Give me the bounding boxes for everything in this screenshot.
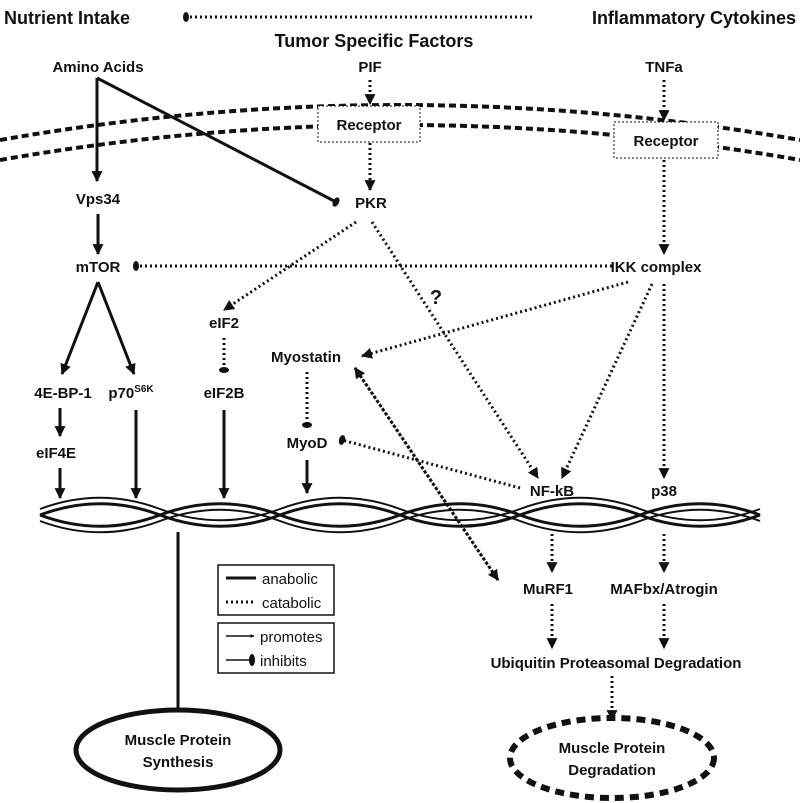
node-eif2: eIF2 — [209, 315, 239, 332]
node-vps34: Vps34 — [76, 191, 121, 208]
edge-mtor-p70 — [96, 281, 136, 376]
node-mtor: mTOR — [76, 259, 121, 276]
legend-catabolic: catabolic — [262, 595, 322, 612]
node-myod: MyoD — [287, 435, 328, 452]
edge-nfkb-myod-inhibit — [338, 435, 521, 490]
p70-base-label: p70 — [108, 385, 134, 402]
edge-ikk-nfkb — [560, 283, 654, 479]
legend-line-types: anabolic catabolic — [217, 564, 335, 616]
receptor-left-label: Receptor — [336, 117, 401, 134]
synthesis-label-line2: Synthesis — [143, 754, 214, 771]
node-p70s6k: p70S6K — [108, 384, 154, 402]
edge-ikk-myostatin — [360, 280, 629, 359]
edge-mtor-4ebp1 — [60, 281, 100, 376]
legend-promotes: promotes — [260, 629, 323, 646]
node-tnfa: TNFa — [645, 59, 683, 76]
node-myostatin: Myostatin — [271, 349, 341, 366]
synthesis-ellipse — [73, 707, 283, 793]
node-p38: p38 — [651, 483, 677, 500]
degradation-ellipse — [507, 715, 717, 801]
receptor-right-box — [613, 121, 719, 159]
edge-murf1-myostatin — [353, 367, 500, 581]
node-nfkb: NF-kB — [530, 483, 574, 500]
dna-helix — [39, 496, 761, 534]
legend-anabolic: anabolic — [262, 571, 318, 588]
edge-aa-pkr-inhibit — [96, 76, 340, 207]
receptor-right-label: Receptor — [633, 133, 698, 150]
edge-pkr-nfkb — [370, 221, 540, 479]
header-nutrient-intake: Nutrient Intake — [4, 8, 130, 28]
node-pkr: PKR — [355, 195, 387, 212]
p70-superscript-label: S6K — [134, 384, 154, 395]
node-eif2b: eIF2B — [204, 385, 245, 402]
node-pif: PIF — [358, 59, 381, 76]
synthesis-label-line1: Muscle Protein — [125, 732, 232, 749]
node-question-mark: ? — [430, 287, 442, 309]
node-eif4e: eIF4E — [36, 445, 76, 462]
node-4ebp1: 4E-BP-1 — [34, 385, 92, 402]
node-amino-acids: Amino Acids — [52, 59, 143, 76]
legend-inhibits: inhibits — [260, 653, 307, 670]
node-ubiquitin-degradation: Ubiquitin Proteasomal Degradation — [491, 655, 742, 672]
edge-pkr-eif2 — [223, 220, 357, 312]
receptor-left-box — [317, 105, 421, 143]
header-inflammatory-cytokines: Inflammatory Cytokines — [592, 8, 796, 28]
degradation-label-line1: Muscle Protein — [559, 740, 666, 757]
edge-murf1-myostatin-head — [353, 367, 500, 581]
node-ikk-complex: IKK complex — [611, 259, 703, 276]
header-tumor-specific-factors: Tumor Specific Factors — [275, 31, 474, 51]
node-murf1: MuRF1 — [523, 581, 573, 598]
legend-effect-types: promotes inhibits — [217, 622, 335, 674]
node-mafbx-atrogin: MAFbx/Atrogin — [610, 581, 717, 598]
degradation-label-line2: Degradation — [568, 762, 656, 779]
